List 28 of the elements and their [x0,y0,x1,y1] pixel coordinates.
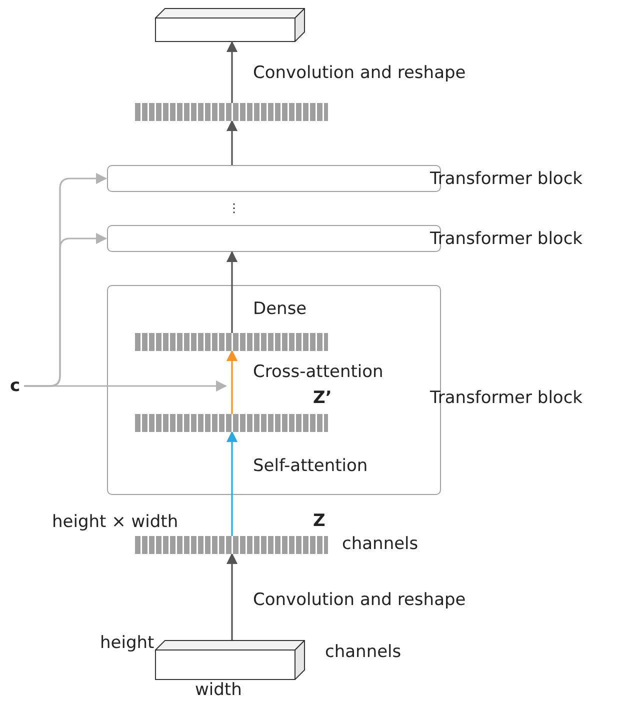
arrow [226,552,238,640]
arrow [226,350,238,414]
edge-label: Dense [253,299,307,319]
dimension-label: channels [342,534,418,554]
edge-label: Convolution and reshape [253,63,466,83]
dimension-label: width [195,680,242,700]
edge-label: Self-attention [253,456,368,476]
input-label: c [10,376,20,396]
dimension-label: height [100,633,154,653]
arrow [226,40,238,103]
ellipsis-label: ⋮ [228,200,240,217]
dimension-label: height × width [52,512,178,532]
edge-label: Convolution and reshape [253,590,466,610]
variable-label: Z’ [313,388,332,408]
arrow [226,430,238,536]
block-heading: Transformer block [430,229,583,249]
variable-label: Z [313,511,326,531]
dimension-label: channels [325,642,402,662]
arrow [24,380,228,392]
block-heading: Transformer block [430,388,583,408]
edge-label: Cross-attention [253,362,384,382]
arrow [226,250,238,333]
token-bar [135,536,328,554]
block-heading: Transformer block [430,169,583,189]
token-bar [135,333,328,351]
token-bar [135,103,328,121]
token-bar [135,414,328,432]
arrow [226,120,238,165]
